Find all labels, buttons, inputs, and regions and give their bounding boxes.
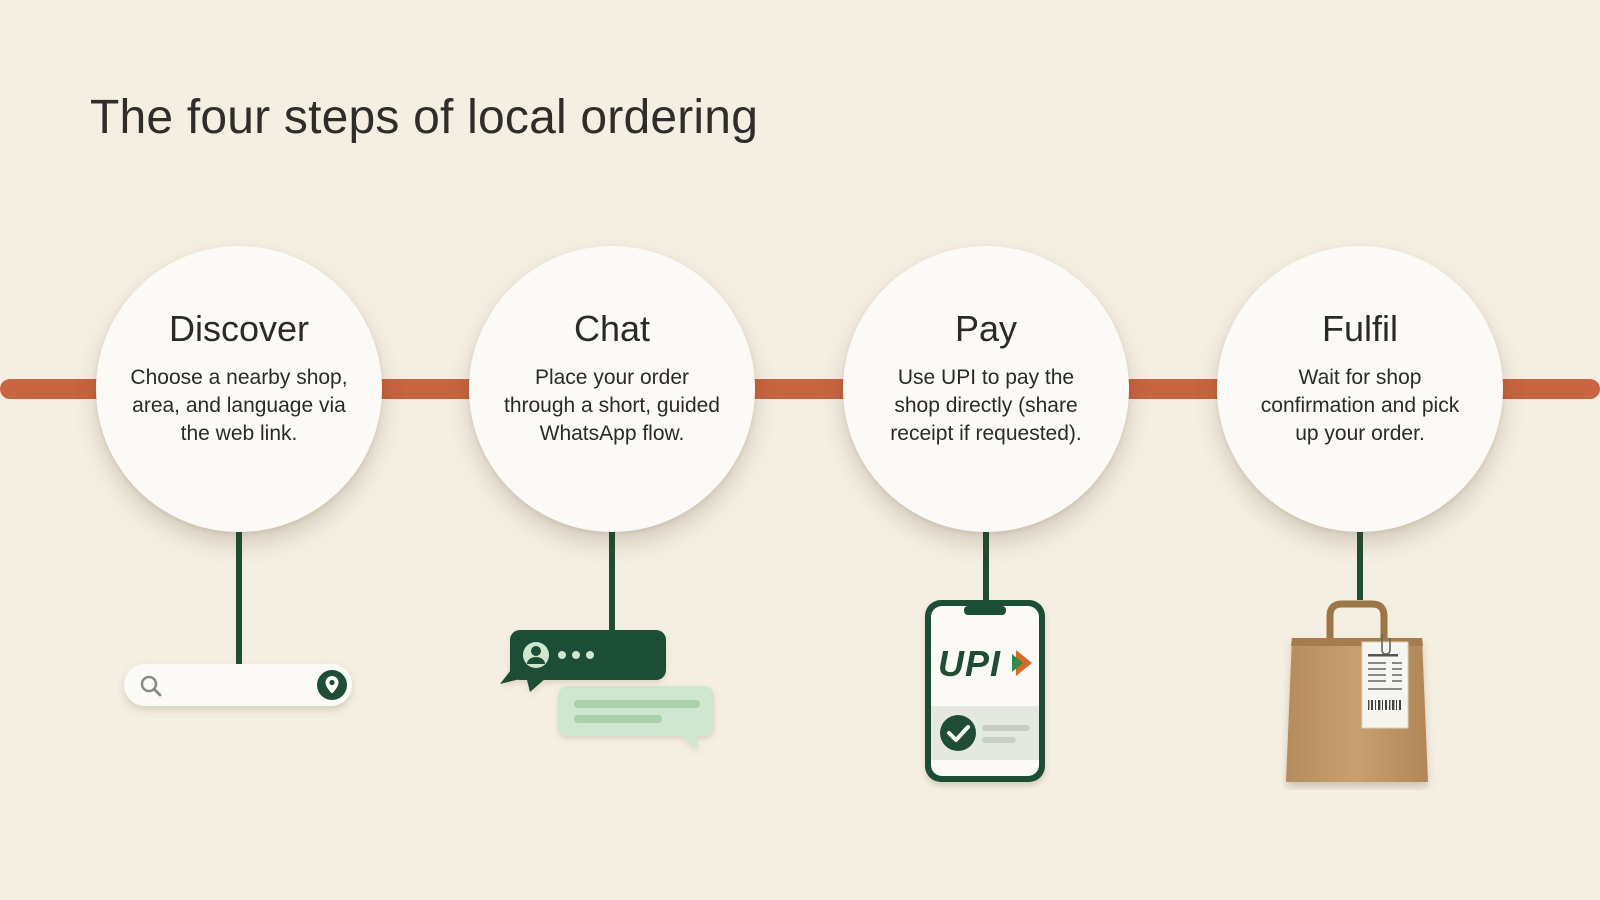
chat-bubbles-icon [500,626,730,766]
connector-fulfil [1357,520,1363,600]
upi-arrow-icon [1016,650,1032,676]
connector-chat [609,520,615,632]
location-pin-icon [317,670,347,700]
message-bubble-icon [500,630,666,692]
step-title: Fulfil [1321,308,1398,349]
upi-logo-text: UPI [938,643,1001,684]
reply-bubble-icon [558,686,714,750]
search-bar-location-icon [118,656,358,718]
step-description: Wait for shop confirmation and pick up y… [1260,366,1460,445]
step-title: Discover [168,308,310,349]
check-circle-icon [940,715,976,751]
receipt-icon [1361,634,1409,729]
step-title: Pay [954,308,1018,349]
page-title: The four steps of local ordering [90,91,759,144]
connector-pay [983,520,989,604]
step-description: Place your order through a short, guided… [504,366,720,445]
step-fulfil: Fulfil Wait for shop confirmation and pi… [1217,246,1503,532]
connector-discover [236,520,242,664]
paper-bag-receipt-icon [1282,600,1442,790]
upi-phone-icon: UPI [920,598,1050,790]
step-description: Choose a nearby shop, area, and language… [130,366,348,445]
step-description: Use UPI to pay the shop directly (share … [890,366,1082,445]
step-chat: Chat Place your order through a short, g… [469,246,755,532]
step-pay: Pay Use UPI to pay the shop directly (sh… [843,246,1129,532]
step-discover: Discover Choose a nearby shop, area, and… [96,246,382,532]
timeline-bar [0,379,1600,399]
search-icon [140,675,162,697]
step-title: Chat [573,308,651,349]
